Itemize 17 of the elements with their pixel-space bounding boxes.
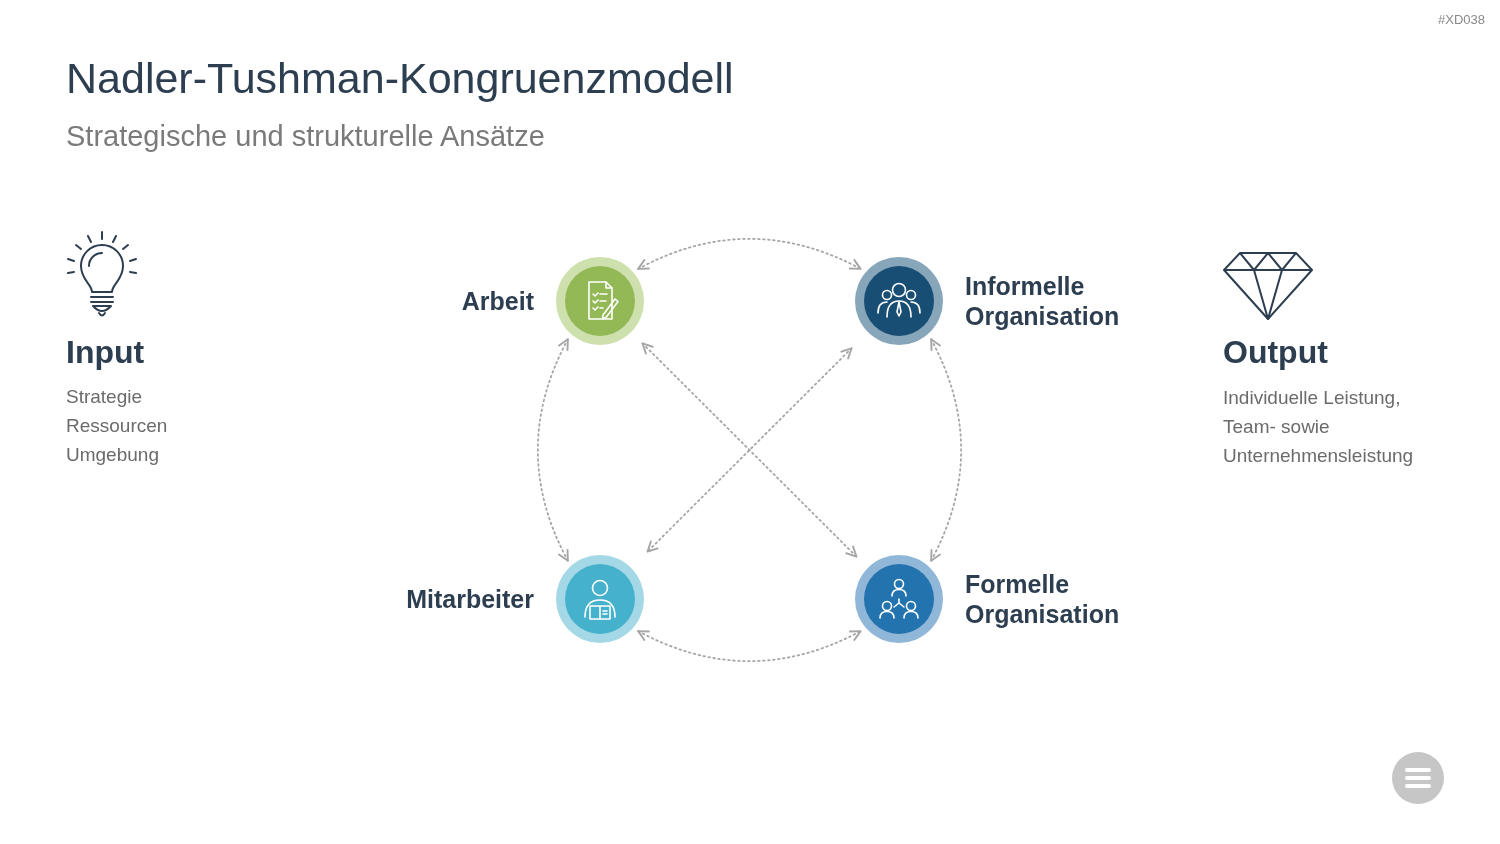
node-label: Informelle Organisation: [965, 271, 1121, 331]
node-label: Formelle Organisation: [965, 569, 1121, 629]
dotted-arrow: [637, 237, 862, 270]
page-title: Nadler-Tushman-Kongruenzmodell: [66, 53, 734, 104]
dotted-arrow: [930, 338, 963, 562]
node-label: Arbeit: [461, 286, 534, 316]
subtitle: Strategische und strukturelle Ansätze: [66, 119, 545, 154]
description-text: Individuelle Leistung, Team- sowie Unternehmensleistung: [1223, 386, 1415, 468]
list-item: Umgebung: [66, 443, 159, 467]
slide-code: #XD038: [1438, 11, 1485, 29]
list-item: Ressourcen: [66, 414, 168, 438]
section-heading: Output: [1223, 333, 1328, 372]
dotted-arrow: [637, 630, 862, 663]
list-item: Strategie: [66, 385, 143, 409]
node-label: Mitarbeiter: [406, 584, 534, 614]
dotted-arrow: [536, 338, 569, 562]
section-heading: Input: [66, 333, 145, 372]
